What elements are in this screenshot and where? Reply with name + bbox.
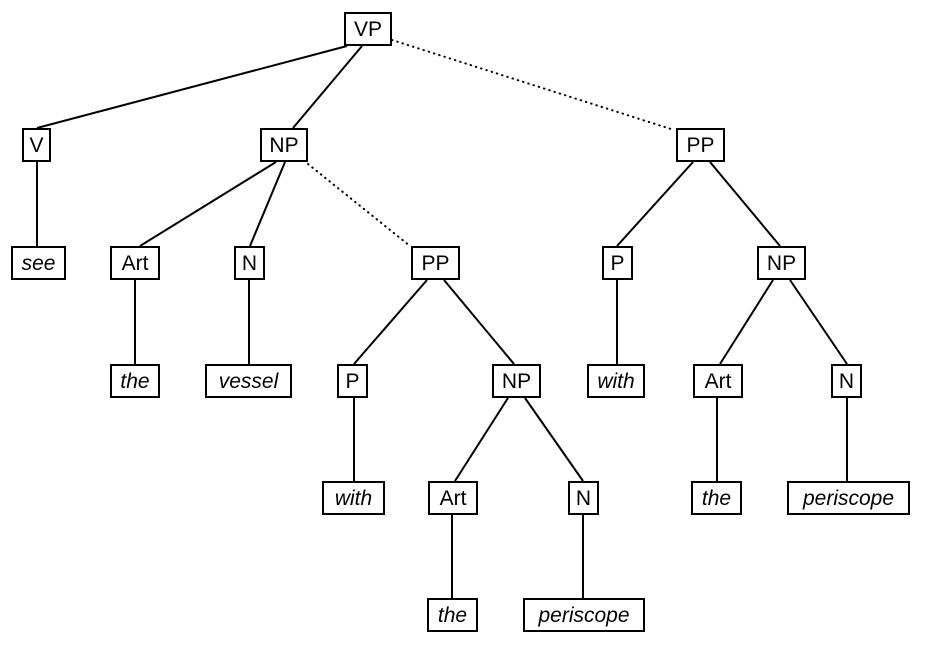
tree-node-art-right: Art [693,364,743,398]
tree-node-p-right: P [602,246,633,280]
tree-edge-np1-pp-mid [307,163,411,247]
tree-node-pp-mid: PP [411,246,460,280]
tree-edge-np-right-n-right [789,279,848,365]
tree-node-p-mid: P [337,364,368,398]
tree-leaf-perisc-right: periscope [787,481,910,515]
tree-edge-vp-v [36,45,348,129]
tree-edge-vp-pp-right [391,39,675,131]
tree-node-n-right: N [831,364,862,398]
tree-edge-vp-np1 [292,45,363,129]
tree-node-vp: VP [344,12,392,46]
tree-leaf-perisc-mid: periscope [523,598,645,632]
tree-edge-pp-mid-p-mid [353,279,428,365]
tree-edge-np-right-art-right [719,279,774,365]
tree-edge-pp-right-p-right [616,161,694,247]
tree-leaf-see: see [11,246,66,280]
tree-edge-np1-n1 [249,161,286,247]
tree-leaf-the1: the [110,364,160,398]
tree-leaf-the-right: the [691,481,742,515]
tree-leaf-with-right: with [587,364,645,398]
tree-leaf-the-mid: the [427,598,478,632]
tree-node-art-mid: Art [428,481,478,515]
tree-node-art1: Art [110,246,160,280]
tree-node-np1: NP [260,128,308,162]
tree-leaf-vessel: vessel [205,364,292,398]
tree-node-np-right: NP [757,246,806,280]
tree-node-v: V [22,128,51,162]
tree-edge-pp-right-np-right [709,161,781,247]
tree-edge-np-mid-n-mid [524,397,584,482]
tree-node-pp-right: PP [676,128,725,162]
tree-edge-pp-mid-np-mid [443,279,515,365]
tree-node-np-mid: NP [492,364,541,398]
tree-node-n-mid: N [568,481,599,515]
tree-edge-np-mid-art-mid [454,397,509,482]
tree-node-n1: N [234,246,265,280]
tree-edge-np1-art1 [139,161,277,247]
tree-leaf-with-mid: with [322,481,385,515]
